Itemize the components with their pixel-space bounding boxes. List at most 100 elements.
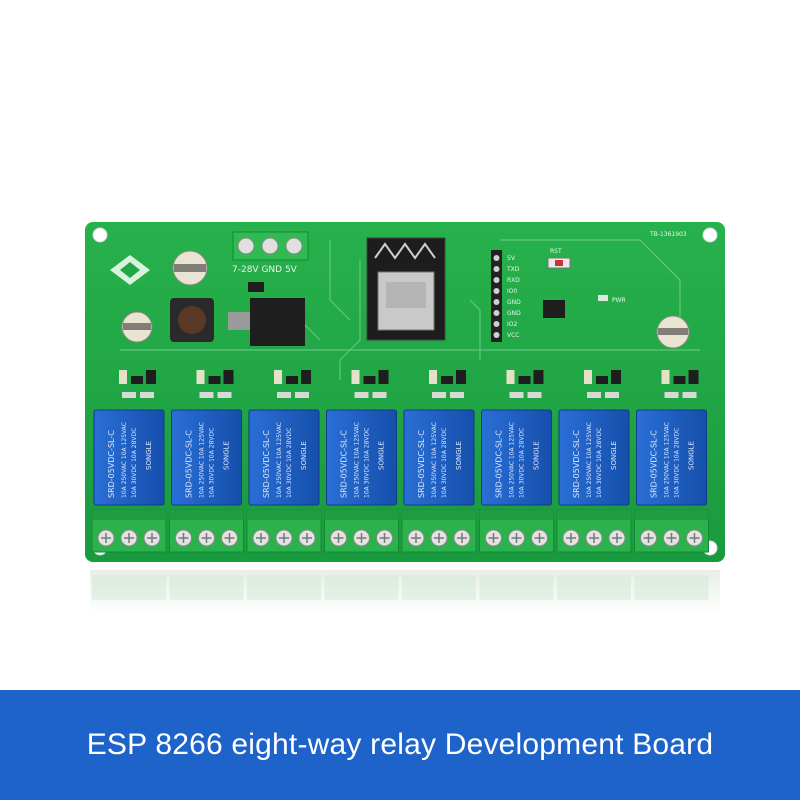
electrolytic-capacitor	[656, 315, 690, 349]
relay-rating-text: 10A 30VDC 10A 28VDC	[364, 428, 371, 498]
header-pin-label: IO0	[507, 288, 517, 295]
relay-model-text: SRD-05VDC-SL-C	[417, 430, 426, 498]
header-pin-label: GND	[507, 310, 521, 317]
header-pin-label: TXD	[506, 266, 520, 273]
relay-rating-text: 10A 250VAC 10A 125VAC	[276, 422, 283, 498]
relay-driver-components	[506, 370, 544, 398]
screw-terminal-block	[169, 509, 244, 553]
screw-terminal-block	[401, 509, 477, 553]
relay-rating-text: 10A 30VDC 10A 28VDC	[286, 428, 293, 498]
relay-driver-components	[351, 370, 389, 398]
power-label: 7-28V GND 5V	[232, 265, 298, 275]
relay-model-text: SRD-05VDC-SL-C	[572, 430, 581, 498]
relay-board-illustration: 7-28V GND 5V	[85, 222, 725, 615]
relay-model-text: SRD-05VDC-SL-C	[262, 430, 271, 498]
reset-button	[547, 257, 571, 269]
relay	[93, 409, 165, 506]
small-ic	[543, 300, 565, 318]
header-pin-label: RXD	[507, 277, 520, 284]
relay-brand-text: SONGLE	[223, 441, 231, 470]
relay-driver-components	[119, 370, 156, 398]
electrolytic-capacitor	[172, 250, 208, 286]
header-pin-label: 5V	[507, 255, 516, 262]
inductor	[170, 298, 214, 342]
header-pin-label: VCC	[507, 332, 519, 339]
screw-terminal-block	[246, 509, 322, 553]
relay-rating-text: 10A 250VAC 10A 125VAC	[354, 422, 361, 498]
brand-logo-icon	[110, 255, 150, 285]
relay-rating-text: 10A 250VAC 10A 125VAC	[431, 422, 438, 498]
header-pin-label: IO2	[507, 321, 517, 328]
relay-rating-text: 10A 30VDC 10A 28VDC	[596, 428, 603, 498]
relay	[248, 409, 320, 506]
relay-brand-text: SONGLE	[610, 441, 618, 470]
pwr-label: PWR	[612, 297, 626, 304]
relay-rating-text: 10A 250VAC 10A 125VAC	[121, 422, 128, 498]
relay-model-text: SRD-05VDC-SL-C	[650, 430, 659, 498]
board-reflection	[90, 570, 720, 615]
relay-driver-components	[661, 370, 699, 398]
screw-terminal-block	[324, 509, 399, 553]
product-photo: 7-28V GND 5V	[85, 222, 725, 615]
product-caption: ESP 8266 eight-way relay Development Boa…	[86, 728, 714, 761]
caption-bar: ESP 8266 eight-way relay Development Boa…	[0, 690, 800, 800]
terminal-reflection	[479, 575, 554, 600]
relay-rating-text: 10A 30VDC 10A 28VDC	[519, 428, 526, 498]
relay-rating-text: 10A 30VDC 10A 28VDC	[131, 428, 138, 498]
electrolytic-capacitor	[121, 311, 153, 343]
relay-model-text: SRD-05VDC-SL-C	[340, 430, 349, 498]
terminal-reflection	[634, 575, 709, 600]
relay-rating-text: 10A 250VAC 10A 125VAC	[199, 422, 206, 498]
mounting-hole	[702, 227, 718, 243]
serial-pin-header	[491, 250, 502, 342]
relay-model-text: SRD-05VDC-SL-C	[185, 430, 194, 498]
relay-brand-text: SONGLE	[688, 441, 696, 470]
relay-rating-text: 10A 250VAC 10A 125VAC	[509, 422, 516, 498]
relay	[636, 409, 707, 506]
relay-rating-text: 10A 30VDC 10A 28VDC	[674, 428, 681, 498]
terminal-reflection	[557, 575, 631, 600]
relay-rating-text: 10A 30VDC 10A 28VDC	[441, 428, 448, 498]
board-serial-number: TB-1361903	[649, 231, 687, 238]
relay-driver-components	[274, 370, 311, 398]
terminal-reflection	[169, 575, 244, 600]
screw-terminal-block	[91, 509, 167, 553]
relay-driver-components	[584, 370, 621, 398]
screw-terminal-block	[634, 509, 709, 553]
terminal-reflection	[92, 575, 166, 600]
rst-label: RST	[550, 248, 562, 255]
relay-driver-components	[429, 370, 466, 398]
relay	[481, 409, 552, 506]
relay	[558, 409, 630, 506]
relay	[171, 409, 242, 506]
relay	[403, 409, 475, 506]
relay-model-text: SRD-05VDC-SL-C	[107, 430, 116, 498]
screw-terminal-block	[479, 509, 554, 553]
esp8266-module	[366, 237, 446, 341]
relay-brand-text: SONGLE	[455, 441, 463, 470]
relay-brand-text: SONGLE	[533, 441, 541, 470]
terminal-reflection	[324, 575, 399, 600]
relay-rating-text: 10A 250VAC 10A 125VAC	[664, 422, 671, 498]
mounting-hole	[92, 227, 108, 243]
pwr-led	[598, 295, 608, 301]
relay-driver-components	[196, 370, 234, 398]
relay-brand-text: SONGLE	[300, 441, 308, 470]
voltage-regulator	[228, 282, 305, 346]
relay-brand-text: SONGLE	[378, 441, 386, 470]
relay-brand-text: SONGLE	[145, 441, 153, 470]
relay-rating-text: 10A 30VDC 10A 28VDC	[209, 428, 216, 498]
terminal-reflection	[247, 575, 321, 600]
relay	[326, 409, 397, 506]
terminal-reflection	[402, 575, 476, 600]
screw-terminal-block	[556, 509, 632, 553]
relay-rating-text: 10A 250VAC 10A 125VAC	[586, 422, 593, 498]
